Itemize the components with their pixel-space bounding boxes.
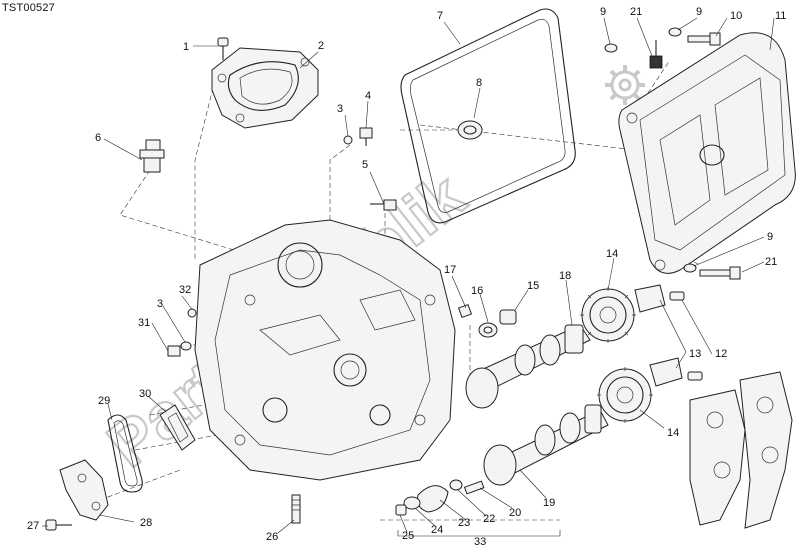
callout-9-a: 9 [600, 6, 606, 18]
part-cam-gear-lower [597, 357, 703, 423]
callout-19: 19 [543, 497, 555, 509]
callout-33: 33 [474, 536, 486, 547]
callout-9-b: 9 [696, 6, 702, 18]
part-chain-guide [159, 404, 196, 451]
callout-21-b: 21 [765, 256, 777, 268]
part-valve-cover [618, 32, 796, 274]
callout-2: 2 [318, 40, 324, 52]
part-sensor-6 [139, 139, 165, 173]
part-intake-flange [211, 47, 319, 129]
callout-14-lower: 14 [667, 427, 679, 439]
callout-16: 16 [471, 285, 483, 297]
part-screw-1 [217, 37, 229, 60]
callouts: 1 2 3 4 5 6 7 8 9 21 9 10 11 9 21 17 16 … [27, 6, 786, 548]
part-bracket-28 [59, 459, 109, 521]
part-cover-bolts [604, 27, 741, 280]
watermark-gear-icon [605, 65, 645, 105]
callout-3-top: 3 [337, 103, 343, 115]
callout-27: 27 [27, 520, 39, 532]
part-screw-27 [45, 519, 72, 531]
callout-5: 5 [362, 159, 368, 171]
callout-15: 15 [527, 280, 539, 292]
callout-29: 29 [98, 395, 110, 407]
callout-31: 31 [138, 317, 150, 329]
callout-14-upper: 14 [606, 248, 618, 260]
callout-6: 6 [95, 132, 101, 144]
callout-18: 18 [559, 270, 571, 282]
drawing-code: TST00527 [2, 2, 55, 14]
callout-25: 25 [402, 530, 414, 542]
leader-lines [42, 17, 775, 537]
callout-12: 12 [715, 348, 727, 360]
callout-20: 20 [509, 507, 521, 519]
callout-9-c: 9 [767, 231, 773, 243]
callout-17: 17 [444, 264, 456, 276]
callout-7: 7 [437, 10, 443, 22]
part-cylinder-head [194, 219, 456, 481]
callout-11: 11 [775, 10, 786, 22]
part-camshaft-upper [465, 324, 591, 409]
callout-10: 10 [730, 10, 742, 22]
callout-32: 32 [179, 284, 191, 296]
part-rocker-supports [689, 371, 793, 529]
callout-26: 26 [266, 531, 278, 543]
callout-21-a: 21 [630, 6, 642, 18]
callout-30: 30 [139, 388, 151, 400]
callout-24: 24 [431, 524, 443, 536]
callout-28: 28 [140, 517, 152, 529]
part-camshaft-lower [483, 404, 609, 486]
callout-3-left: 3 [157, 298, 163, 310]
part-chain-gasket [107, 414, 143, 493]
part-stud-26 [291, 494, 301, 524]
callout-22: 22 [483, 513, 495, 525]
callout-1: 1 [183, 41, 189, 53]
callout-8: 8 [476, 77, 482, 89]
callout-23: 23 [458, 517, 470, 529]
callout-4: 4 [365, 90, 371, 102]
part-small-parts-lower [395, 479, 485, 516]
callout-13: 13 [689, 348, 701, 360]
part-cam-gear-upper [580, 284, 685, 343]
part-seal-8 [457, 120, 483, 140]
part-cover-gasket [400, 8, 576, 224]
part-dowel-seal-pins [457, 303, 517, 338]
